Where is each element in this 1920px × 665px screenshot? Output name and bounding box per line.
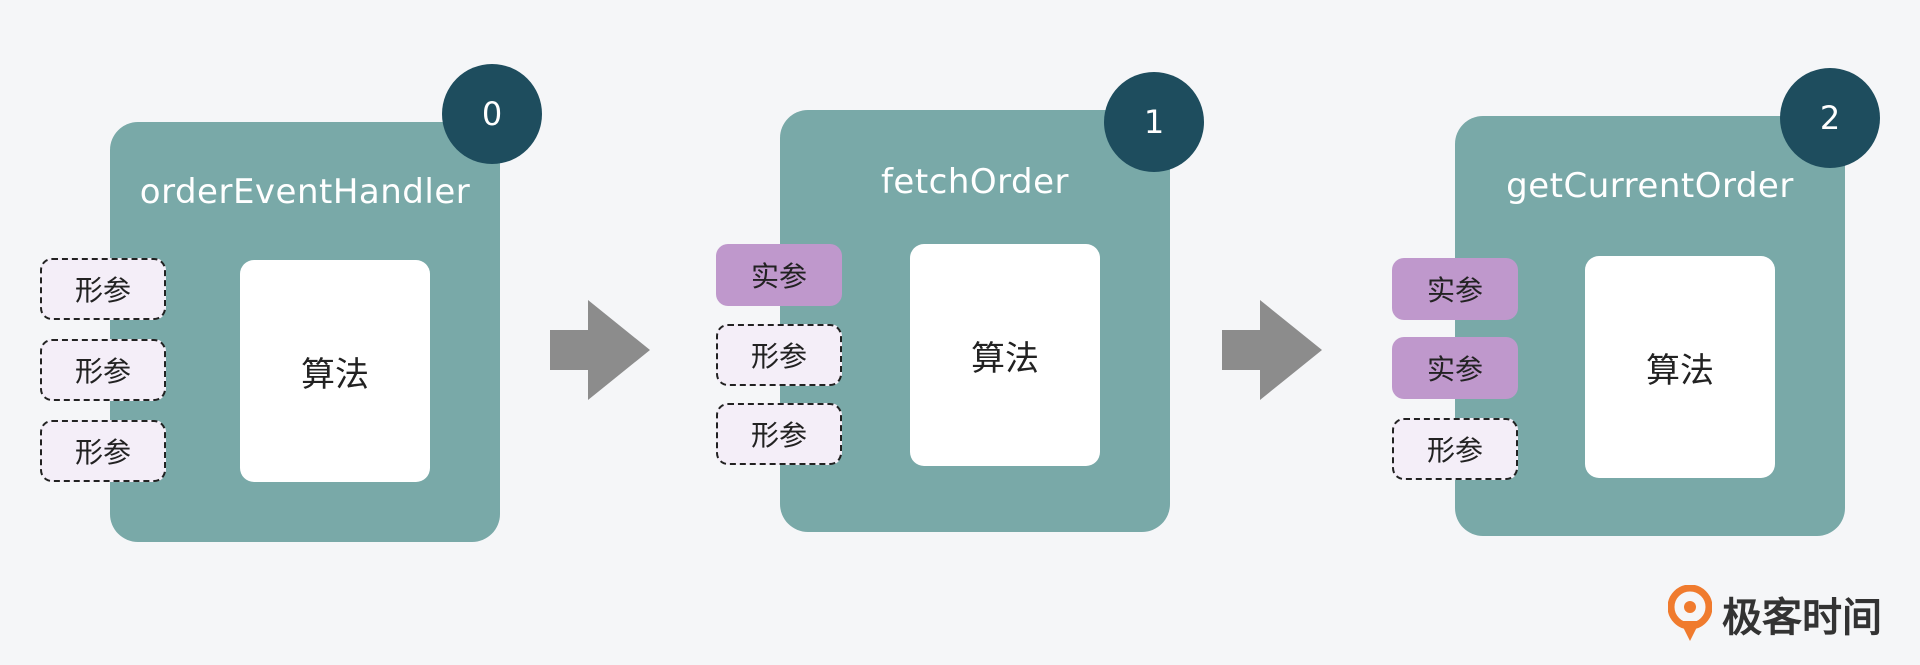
algorithm-box: 算法 [240, 260, 430, 482]
param-formal: 形参 [716, 324, 842, 386]
arrow-right-icon [1222, 300, 1322, 400]
step-badge: 1 [1104, 72, 1204, 172]
param-actual: 实参 [1392, 337, 1518, 399]
algorithm-box: 算法 [910, 244, 1100, 466]
param-formal: 形参 [716, 403, 842, 465]
function-card-fetchOrder: fetchOrder 算法 [780, 110, 1170, 532]
param-formal: 形参 [40, 258, 166, 320]
param-actual: 实参 [1392, 258, 1518, 320]
param-formal: 形参 [40, 420, 166, 482]
step-badge: 2 [1780, 68, 1880, 168]
function-name: getCurrentOrder [1506, 166, 1794, 206]
param-formal: 形参 [1392, 418, 1518, 480]
step-badge: 0 [442, 64, 542, 164]
geektime-logo-icon [1668, 585, 1712, 641]
function-name: orderEventHandler [139, 172, 471, 212]
function-card-getCurrentOrder: getCurrentOrder 算法 [1455, 116, 1845, 536]
algorithm-box: 算法 [1585, 256, 1775, 478]
arrow-right-icon [550, 300, 650, 400]
function-card-orderEventHandler: orderEventHandler 算法 [110, 122, 500, 542]
function-name: fetchOrder [880, 162, 1070, 202]
geektime-logo: 极客时间 [1668, 585, 1882, 643]
logo-text: 极客时间 [1722, 595, 1882, 641]
param-actual: 实参 [716, 244, 842, 306]
param-formal: 形参 [40, 339, 166, 401]
